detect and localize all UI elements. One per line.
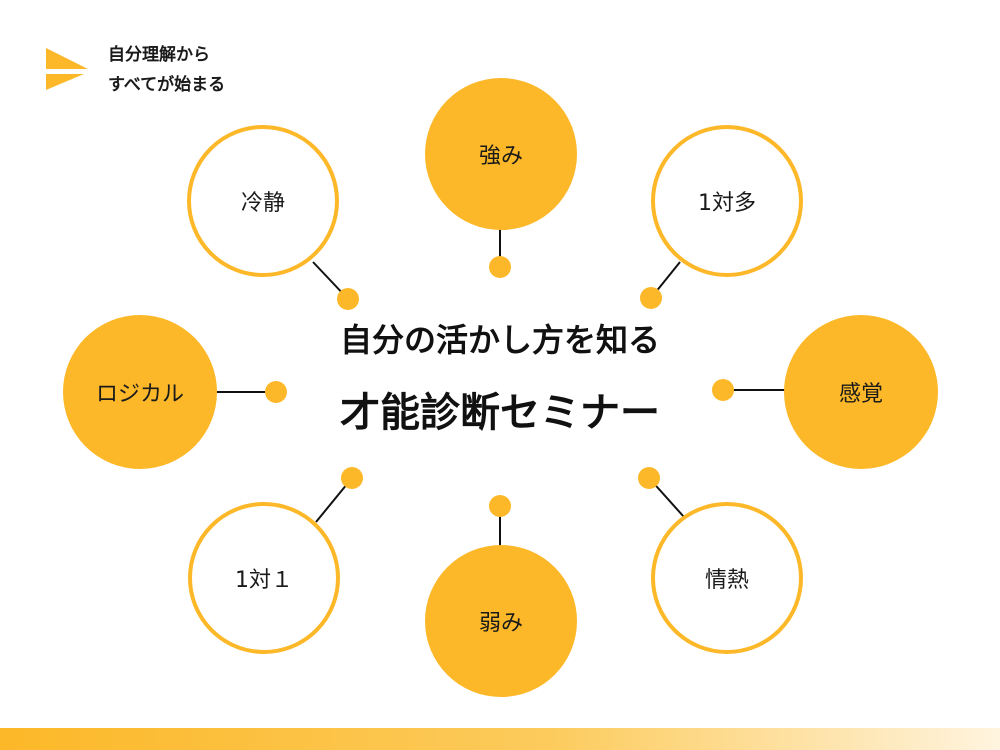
node-bottom-label: 弱み xyxy=(478,611,523,636)
node-top-left-label: 冷静 xyxy=(240,191,285,216)
connector-dot-right xyxy=(712,379,734,401)
brand-logo-icon xyxy=(46,48,88,90)
connector-dot-top-left xyxy=(337,288,359,310)
node-top-left: 冷静 xyxy=(187,125,339,277)
connector-dot-top-right xyxy=(640,287,662,309)
connector-dot-bottom-right xyxy=(638,467,660,489)
node-bottom: 弱み xyxy=(425,545,577,697)
node-bottom-left: 1対１ xyxy=(188,502,340,654)
node-left-label: ロジカル xyxy=(95,382,184,407)
page-title: 才能診断セミナー xyxy=(340,390,660,436)
node-top: 強み xyxy=(425,78,577,230)
node-bottom-right: 情熱 xyxy=(651,502,803,654)
subtitle: 自分の活かし方を知る xyxy=(339,321,660,359)
tagline-line-2: すべてが始まる xyxy=(108,75,226,95)
node-top-right: 1対多 xyxy=(651,125,803,277)
connector-dot-left xyxy=(265,381,287,403)
node-right: 感覚 xyxy=(784,315,938,469)
node-left: ロジカル xyxy=(63,315,217,469)
tagline-line-1: 自分理解から xyxy=(108,45,210,65)
connector-dot-bottom xyxy=(489,495,511,517)
node-bottom-left-label: 1対１ xyxy=(235,568,293,593)
bottom-accent-bar xyxy=(0,728,1000,750)
connector-dot-bottom-left xyxy=(341,467,363,489)
node-top-right-label: 1対多 xyxy=(698,191,756,216)
node-top-label: 強み xyxy=(478,144,523,169)
tagline: 自分理解から すべてが始まる xyxy=(108,40,225,100)
node-bottom-right-label: 情熱 xyxy=(704,568,749,593)
node-right-label: 感覚 xyxy=(838,382,883,407)
connector-dot-top xyxy=(489,256,511,278)
